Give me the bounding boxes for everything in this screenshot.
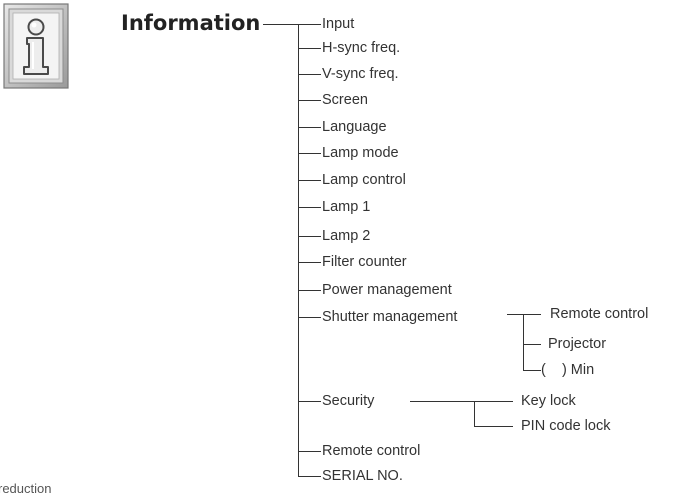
information-title: Information [121,11,261,35]
menu-item-serial-no: SERIAL NO. [322,468,403,484]
menu-item-language: Language [322,119,387,135]
security-item-pin-code-lock: PIN code lock [521,418,611,434]
menu-item-power-management: Power management [322,282,452,298]
menu-item-security: Security [322,393,375,409]
shutter-item-min: ( ) Min [541,362,595,378]
menu-item-v-sync-freq: V-sync freq. [322,66,399,82]
shutter-item-remote-control: Remote control [550,306,649,322]
menu-item-h-sync-freq: H-sync freq. [322,40,401,56]
footnote-text: reduction [0,481,52,496]
menu-item-lamp-2: Lamp 2 [322,228,371,244]
menu-item-lamp-1: Lamp 1 [322,199,371,215]
menu-item-lamp-mode: Lamp mode [322,145,399,161]
menu-item-screen: Screen [322,92,368,108]
menu-item-remote-control: Remote control [322,443,421,459]
security-item-key-lock: Key lock [521,393,576,409]
shutter-item-projector: Projector [548,336,607,352]
menu-item-lamp-control: Lamp control [322,172,406,188]
menu-item-input: Input [322,16,355,32]
menu-item-shutter-management: Shutter management [322,309,458,325]
menu-item-filter-counter: Filter counter [322,254,407,270]
info-icon [3,3,69,89]
